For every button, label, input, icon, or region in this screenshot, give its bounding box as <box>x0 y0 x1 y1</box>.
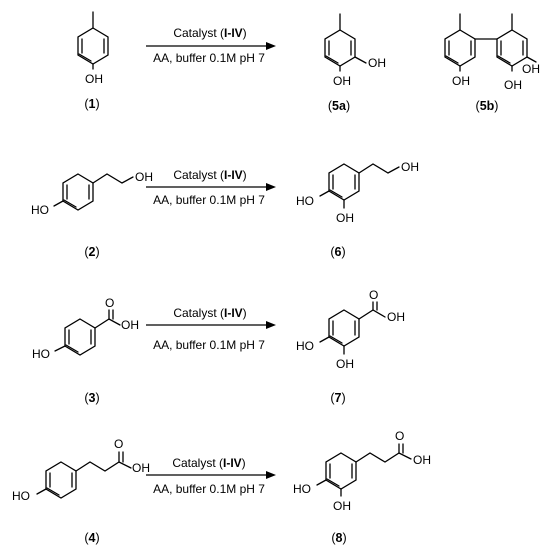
product-structure-7: OH O HO OH <box>296 288 405 371</box>
reactant-2-group-2: HO <box>31 203 49 217</box>
reactant-4-group-1: O <box>114 437 123 451</box>
product-7-group-1: OH <box>387 310 405 324</box>
compound-label-5a: (5a) <box>328 99 350 113</box>
product-5b-group-2: OH <box>522 62 540 76</box>
condition-catalyst-4: Catalyst (I-IV) <box>172 456 245 470</box>
product-structure-5a: OH OH <box>324 13 386 88</box>
reactant-structure-1: OH <box>77 11 109 86</box>
product-8-group-3: HO <box>293 482 311 496</box>
reaction-arrow-2 <box>146 183 276 191</box>
condition-buffer-2: AA, buffer 0.1M pH 7 <box>153 193 265 207</box>
product-8-group-1: O <box>395 429 404 443</box>
product-7-group-3: HO <box>296 339 314 353</box>
condition-catalyst-2: Catalyst (I-IV) <box>173 168 246 182</box>
condition-buffer-4: AA, buffer 0.1M pH 7 <box>153 482 265 496</box>
condition-catalyst-3: Catalyst (I-IV) <box>173 306 246 320</box>
reaction-2: OH HO (2) Catalyst (I-IV) AA, buffer 0.1… <box>31 160 419 259</box>
reaction-arrow-4 <box>146 471 276 479</box>
reactant-2-group-1: OH <box>135 170 153 184</box>
reactant-structure-3: O OH HO <box>32 296 139 361</box>
compound-label-6: (6) <box>330 245 345 259</box>
product-5a-group-1: OH <box>368 56 386 70</box>
compound-label-3: (3) <box>84 391 99 405</box>
product-structure-6: OH HO OH <box>296 160 419 225</box>
reaction-4: O OH HO (4) Catalyst (I-IV) AA, buffer 0… <box>12 429 431 545</box>
product-8-group-2: OH <box>413 453 431 467</box>
compound-label-5b: (5b) <box>476 99 499 113</box>
reactant-3-group-1: OH <box>121 318 139 332</box>
reactant-3-group-3: HO <box>32 347 50 361</box>
condition-catalyst-1: Catalyst (I-IV) <box>173 26 246 40</box>
reactant-structure-2: OH HO <box>31 170 153 217</box>
product-6-group-3: OH <box>336 211 354 225</box>
product-5b-group-1: OH <box>452 74 470 88</box>
reactant-structure-4: O OH HO <box>12 437 150 503</box>
reaction-1: OH (1) Catalyst (I-IV) AA, buffer 0.1M p… <box>77 11 540 113</box>
product-5b-group-3: OH <box>504 78 522 92</box>
product-5a-group-2: OH <box>333 74 351 88</box>
compound-label-1: (1) <box>84 97 99 111</box>
reactant-4-group-2: OH <box>132 461 150 475</box>
product-6-group-1: OH <box>401 160 419 174</box>
reaction-3: O OH HO (3) Catalyst (I-IV) AA, buffer 0… <box>32 288 405 405</box>
condition-buffer-1: AA, buffer 0.1M pH 7 <box>153 51 265 65</box>
product-8-group-4: OH <box>333 499 351 513</box>
reactant-1-group: OH <box>85 72 103 86</box>
compound-label-4: (4) <box>84 531 99 545</box>
reactant-3-group-2: O <box>105 296 114 310</box>
compound-label-8: (8) <box>331 531 346 545</box>
reactant-4-group-3: HO <box>12 489 30 503</box>
product-6-group-2: HO <box>296 194 314 208</box>
reaction-arrow-3 <box>146 321 276 329</box>
compound-label-7: (7) <box>330 391 345 405</box>
product-structure-8: O OH HO OH <box>293 429 431 513</box>
product-7-group-2: O <box>369 288 378 302</box>
reaction-arrow-1 <box>146 42 276 50</box>
product-structure-5b: OH OH OH <box>444 13 540 92</box>
condition-buffer-3: AA, buffer 0.1M pH 7 <box>153 338 265 352</box>
compound-label-2: (2) <box>84 245 99 259</box>
product-7-group-4: OH <box>336 357 354 371</box>
